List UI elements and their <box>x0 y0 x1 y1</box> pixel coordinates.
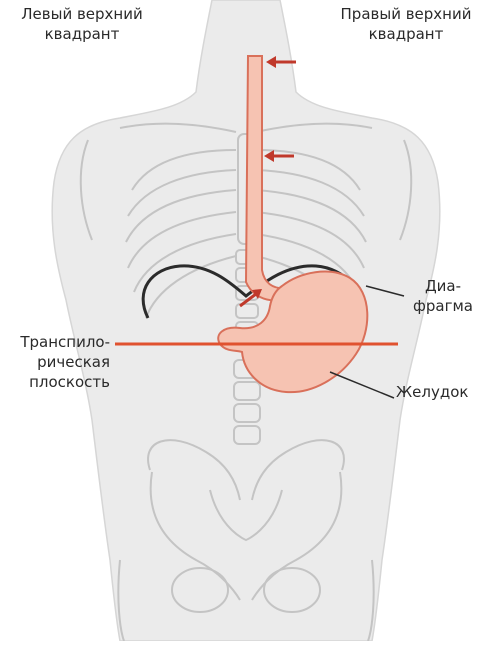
transpyloric-plane-line2: рическая <box>2 352 110 372</box>
diaphragm-label: Диа- фрагма <box>400 276 486 316</box>
right-upper-quadrant-line1: Правый верхний <box>326 4 486 24</box>
stomach-text: Желудок <box>396 382 490 402</box>
stomach-label: Желудок <box>396 382 490 402</box>
transpyloric-plane-label: Транспило- рическая плоскость <box>2 332 110 392</box>
transpyloric-plane-line3: плоскость <box>2 372 110 392</box>
transpyloric-plane-line1: Транспило- <box>2 332 110 352</box>
diaphragm-line2: фрагма <box>400 296 486 316</box>
right-upper-quadrant-line2: квадрант <box>326 24 486 44</box>
torso-silhouette-icon <box>52 0 440 641</box>
left-upper-quadrant-line2: квадрант <box>2 24 162 44</box>
diaphragm-line1: Диа- <box>400 276 486 296</box>
left-upper-quadrant-label: Левый верхний квадрант <box>2 4 162 44</box>
right-upper-quadrant-label: Правый верхний квадрант <box>326 4 486 44</box>
left-upper-quadrant-line1: Левый верхний <box>2 4 162 24</box>
